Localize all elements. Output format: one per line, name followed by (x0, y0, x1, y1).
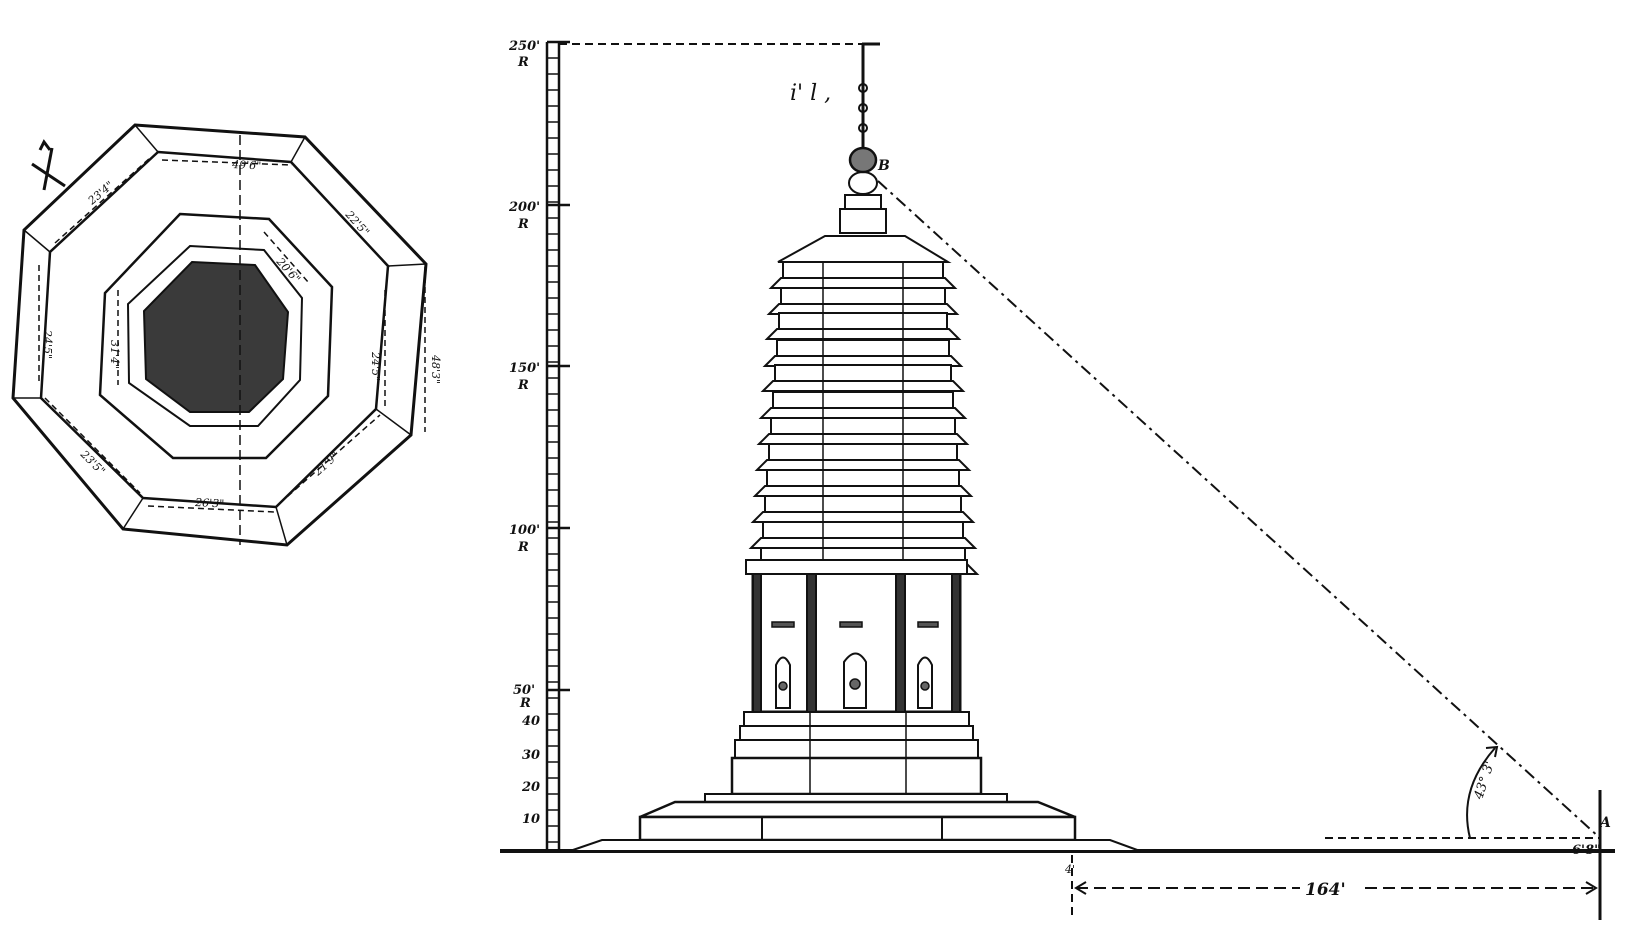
scale-250: 250' (508, 39, 540, 54)
pagoda-spire: i' l , (790, 45, 887, 234)
scale-r-100: R (517, 540, 529, 555)
pagoda-tier (748, 521, 978, 549)
pagoda-tier (768, 261, 958, 289)
pagoda-tier (756, 417, 970, 445)
pagoda-tier (760, 364, 966, 392)
angle-label: 43° 3' (1471, 759, 1498, 802)
scale-100: 100' (509, 523, 540, 538)
height-a-label: 6'8" (1572, 843, 1601, 858)
base-distance-dimension (1074, 881, 1598, 895)
scale-200: 200' (508, 200, 540, 215)
octagon-plan: 49'6" 23'4" 22'5" 24'5" 24'5" 48'3" 23'5… (11, 123, 442, 547)
scale-30: 30 (522, 748, 540, 763)
pagoda-tier (750, 495, 976, 523)
scale-r-150: R (517, 378, 529, 393)
niche (775, 652, 933, 709)
pagoda-tier (752, 469, 974, 497)
scale-40: 40 (522, 714, 540, 729)
pagoda-tier (754, 443, 972, 471)
height-scale: 250' R 200' R 150' R 100' R 50' R 40 30 … (508, 39, 570, 851)
pagoda-roof (777, 235, 952, 263)
pagoda-body (569, 559, 1141, 852)
dim-left: 24'5" (41, 329, 54, 359)
scale-10: 10 (522, 812, 540, 827)
north-arrow-icon (31, 139, 66, 191)
scale-20: 20 (521, 780, 540, 795)
top-mark-label: 4' (1064, 863, 1075, 876)
scale-r-200: R (517, 217, 529, 232)
pagoda-tiers (746, 261, 980, 575)
sight-line (877, 180, 1602, 920)
scale-150: 150' (509, 361, 540, 376)
pagoda-tier (764, 312, 962, 340)
pagoda-tier (758, 391, 968, 419)
dim-bottom: 26'3" (194, 496, 225, 511)
scale-r-50: R (519, 696, 531, 711)
pagoda-tier (762, 339, 964, 367)
base-distance-label: 164' (1305, 880, 1346, 900)
point-a-label: A (1598, 815, 1611, 831)
dim-top-inner: 49'6" (231, 158, 262, 173)
sketch-note: i' l , (790, 81, 831, 106)
scale-r-250: R (517, 55, 529, 70)
dim-right-inner: 24'5" (369, 351, 382, 381)
dim-right-outer: 48'3" (429, 354, 442, 384)
pagoda-tier (766, 287, 960, 315)
scale-50: 50' (513, 683, 535, 698)
point-b-label: B (877, 158, 890, 174)
dim-core-left: 31'4" (108, 340, 121, 369)
dim-bottom-left: 23'5" (77, 447, 107, 477)
